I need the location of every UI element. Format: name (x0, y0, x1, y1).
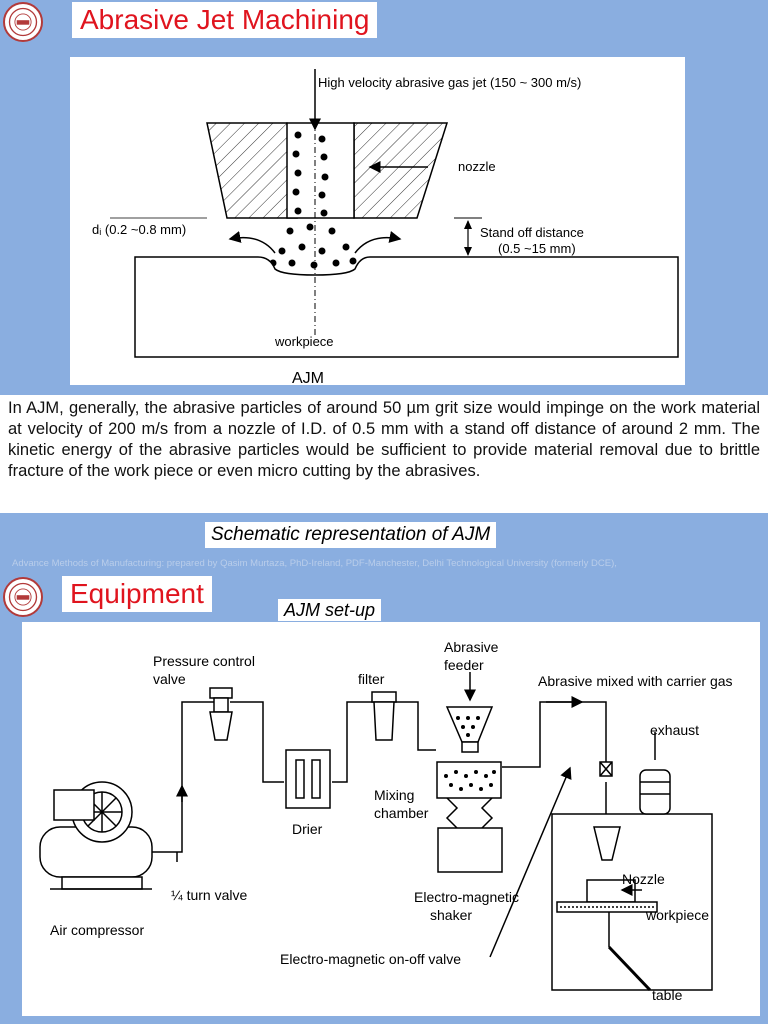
workpiece-label: workpiece (274, 334, 334, 349)
setup-diagram-panel: Pressure control valve filter Abrasive f… (22, 622, 760, 1016)
label-nozzle: Nozzle (622, 871, 665, 887)
drier (285, 749, 331, 809)
standoff-label-1: Stand off distance (480, 225, 584, 240)
label-exhaust: exhaust (650, 722, 699, 738)
label-mixed: Abrasive mixed with carrier gas (538, 673, 733, 689)
setup-nozzle (593, 826, 621, 861)
ajm-caption: AJM (292, 370, 324, 385)
pressure-control-valve (209, 687, 233, 741)
air-compressor (39, 781, 153, 890)
label-drier: Drier (292, 821, 323, 837)
ajm-description: In AJM, generally, the abrasive particle… (0, 395, 768, 513)
nozzle-body (206, 122, 449, 219)
filter (371, 691, 397, 741)
label-shaker-2: shaker (430, 907, 472, 923)
schematic-caption: Schematic representation of AJM (205, 522, 497, 548)
mixing-chamber (436, 761, 502, 799)
standoff-label-2: (0.5 ~15 mm) (498, 241, 576, 256)
ajm-setup-diagram: Pressure control valve filter Abrasive f… (39, 639, 733, 1003)
label-filter: filter (358, 671, 385, 687)
electromagnetic-shaker (437, 797, 503, 873)
ajm-diagram: High velocity abrasive gas jet (150 ~ 30… (92, 69, 679, 387)
label-abrasive-2: feeder (444, 657, 484, 673)
slide-title-equipment: Equipment (62, 576, 212, 612)
label-workpiece: workpiece (645, 907, 709, 923)
university-logo-icon (3, 577, 43, 617)
jet-label: High velocity abrasive gas jet (150 ~ 30… (318, 75, 581, 90)
university-logo-icon (3, 2, 43, 42)
label-quarter-valve: ¼ turn valve (171, 887, 247, 903)
label-air-compressor: Air compressor (50, 922, 144, 938)
setup-table (556, 901, 658, 913)
ajm-diagram-panel: High velocity abrasive gas jet (150 ~ 30… (70, 57, 685, 387)
label-abrasive-1: Abrasive (444, 639, 499, 655)
footer-credit: Advance Methods of Manufacturing: prepar… (12, 558, 617, 569)
di-label: dᵢ (0.2 ~0.8 mm) (92, 222, 186, 237)
label-onoff-valve: Electro-magnetic on-off valve (280, 951, 461, 967)
exhaust (639, 732, 671, 815)
abrasive-feeder (445, 672, 494, 753)
workpiece-block (134, 256, 679, 358)
label-mixing-1: Mixing (374, 787, 414, 803)
label-table: table (652, 987, 683, 1003)
setup-caption: AJM set-up (278, 599, 382, 621)
nozzle-label: nozzle (458, 159, 496, 174)
abrasive-particles (269, 131, 357, 269)
label-pressure-2: valve (153, 671, 186, 687)
label-mixing-2: chamber (374, 805, 429, 821)
label-shaker-1: Electro-magnetic (414, 889, 519, 905)
slide-title-ajm: Abrasive Jet Machining (72, 2, 378, 38)
label-pressure-1: Pressure control (153, 653, 255, 669)
